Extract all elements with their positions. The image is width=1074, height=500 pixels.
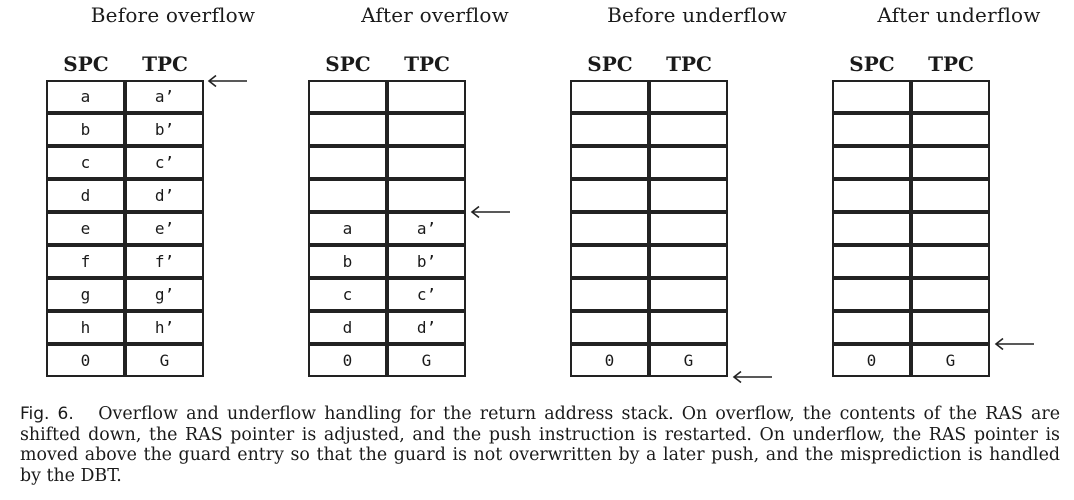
spc-cell bbox=[570, 113, 649, 146]
tpc-cell bbox=[911, 278, 990, 311]
spc-cell bbox=[570, 80, 649, 113]
tpc-cell bbox=[649, 278, 728, 311]
column-header-tpc: TPC bbox=[666, 52, 712, 76]
spc-cell bbox=[832, 179, 911, 212]
ras-pointer-arrow-icon bbox=[732, 370, 772, 384]
guard-spc-cell: 0 bbox=[570, 344, 649, 377]
spc-cell bbox=[570, 278, 649, 311]
column-header-spc: SPC bbox=[325, 52, 371, 76]
spc-cell: d bbox=[308, 311, 387, 344]
panel-title-before-underflow: Before underflow bbox=[607, 3, 787, 27]
tpc-cell bbox=[911, 80, 990, 113]
spc-cell: a bbox=[46, 80, 125, 113]
tpc-cell: a’ bbox=[387, 212, 466, 245]
spc-cell: h bbox=[46, 311, 125, 344]
spc-cell bbox=[832, 146, 911, 179]
spc-cell bbox=[832, 245, 911, 278]
spc-cell bbox=[570, 146, 649, 179]
tpc-cell bbox=[649, 179, 728, 212]
panel-title-after-underflow: After underflow bbox=[877, 3, 1041, 27]
column-header-tpc: TPC bbox=[404, 52, 450, 76]
tpc-cell bbox=[649, 146, 728, 179]
panel-title-after-overflow: After overflow bbox=[361, 3, 509, 27]
tpc-cell bbox=[911, 113, 990, 146]
spc-cell bbox=[570, 212, 649, 245]
guard-tpc-cell: G bbox=[125, 344, 204, 377]
tpc-cell bbox=[911, 311, 990, 344]
column-header-tpc: TPC bbox=[928, 52, 974, 76]
tpc-cell: c’ bbox=[125, 146, 204, 179]
tpc-cell: h’ bbox=[125, 311, 204, 344]
tpc-cell bbox=[649, 311, 728, 344]
spc-cell bbox=[832, 311, 911, 344]
tpc-cell bbox=[911, 179, 990, 212]
figure-label: Fig. 6. bbox=[20, 404, 74, 424]
tpc-cell: a’ bbox=[125, 80, 204, 113]
spc-cell: b bbox=[308, 245, 387, 278]
tpc-cell: d’ bbox=[125, 179, 204, 212]
tpc-cell: b’ bbox=[387, 245, 466, 278]
tpc-cell: g’ bbox=[125, 278, 204, 311]
tpc-cell: c’ bbox=[387, 278, 466, 311]
spc-cell bbox=[832, 80, 911, 113]
spc-cell: d bbox=[46, 179, 125, 212]
tpc-cell bbox=[649, 245, 728, 278]
guard-tpc-cell: G bbox=[649, 344, 728, 377]
column-header-spc: SPC bbox=[587, 52, 633, 76]
column-header-tpc: TPC bbox=[142, 52, 188, 76]
spc-cell bbox=[832, 212, 911, 245]
tpc-cell: b’ bbox=[125, 113, 204, 146]
spc-cell: a bbox=[308, 212, 387, 245]
figure-caption: Fig. 6. Overflow and underflow handling … bbox=[20, 404, 1060, 486]
panel-title-before-overflow: Before overflow bbox=[90, 3, 256, 27]
column-header-spc: SPC bbox=[63, 52, 109, 76]
spc-cell bbox=[832, 113, 911, 146]
tpc-cell: f’ bbox=[125, 245, 204, 278]
spc-cell bbox=[308, 179, 387, 212]
caption-text: Overflow and underflow handling for the … bbox=[20, 404, 1060, 486]
tpc-cell: d’ bbox=[387, 311, 466, 344]
tpc-cell bbox=[649, 212, 728, 245]
spc-cell: b bbox=[46, 113, 125, 146]
spc-cell bbox=[570, 245, 649, 278]
tpc-cell bbox=[387, 179, 466, 212]
ras-pointer-arrow-icon bbox=[470, 205, 510, 219]
spc-cell bbox=[570, 179, 649, 212]
tpc-cell bbox=[911, 245, 990, 278]
spc-cell: c bbox=[46, 146, 125, 179]
tpc-cell bbox=[649, 113, 728, 146]
spc-cell: g bbox=[46, 278, 125, 311]
guard-tpc-cell: G bbox=[911, 344, 990, 377]
spc-cell bbox=[308, 80, 387, 113]
ras-pointer-arrow-icon bbox=[994, 337, 1034, 351]
tpc-cell bbox=[387, 146, 466, 179]
tpc-cell bbox=[911, 212, 990, 245]
spc-cell: e bbox=[46, 212, 125, 245]
guard-spc-cell: 0 bbox=[46, 344, 125, 377]
guard-tpc-cell: G bbox=[387, 344, 466, 377]
guard-spc-cell: 0 bbox=[832, 344, 911, 377]
tpc-cell bbox=[911, 146, 990, 179]
column-header-spc: SPC bbox=[849, 52, 895, 76]
spc-cell bbox=[308, 113, 387, 146]
ras-pointer-arrow-icon bbox=[207, 74, 247, 88]
tpc-cell bbox=[649, 80, 728, 113]
tpc-cell bbox=[387, 80, 466, 113]
spc-cell bbox=[570, 311, 649, 344]
spc-cell: c bbox=[308, 278, 387, 311]
guard-spc-cell: 0 bbox=[308, 344, 387, 377]
tpc-cell: e’ bbox=[125, 212, 204, 245]
spc-cell bbox=[832, 278, 911, 311]
spc-cell: f bbox=[46, 245, 125, 278]
spc-cell bbox=[308, 146, 387, 179]
tpc-cell bbox=[387, 113, 466, 146]
